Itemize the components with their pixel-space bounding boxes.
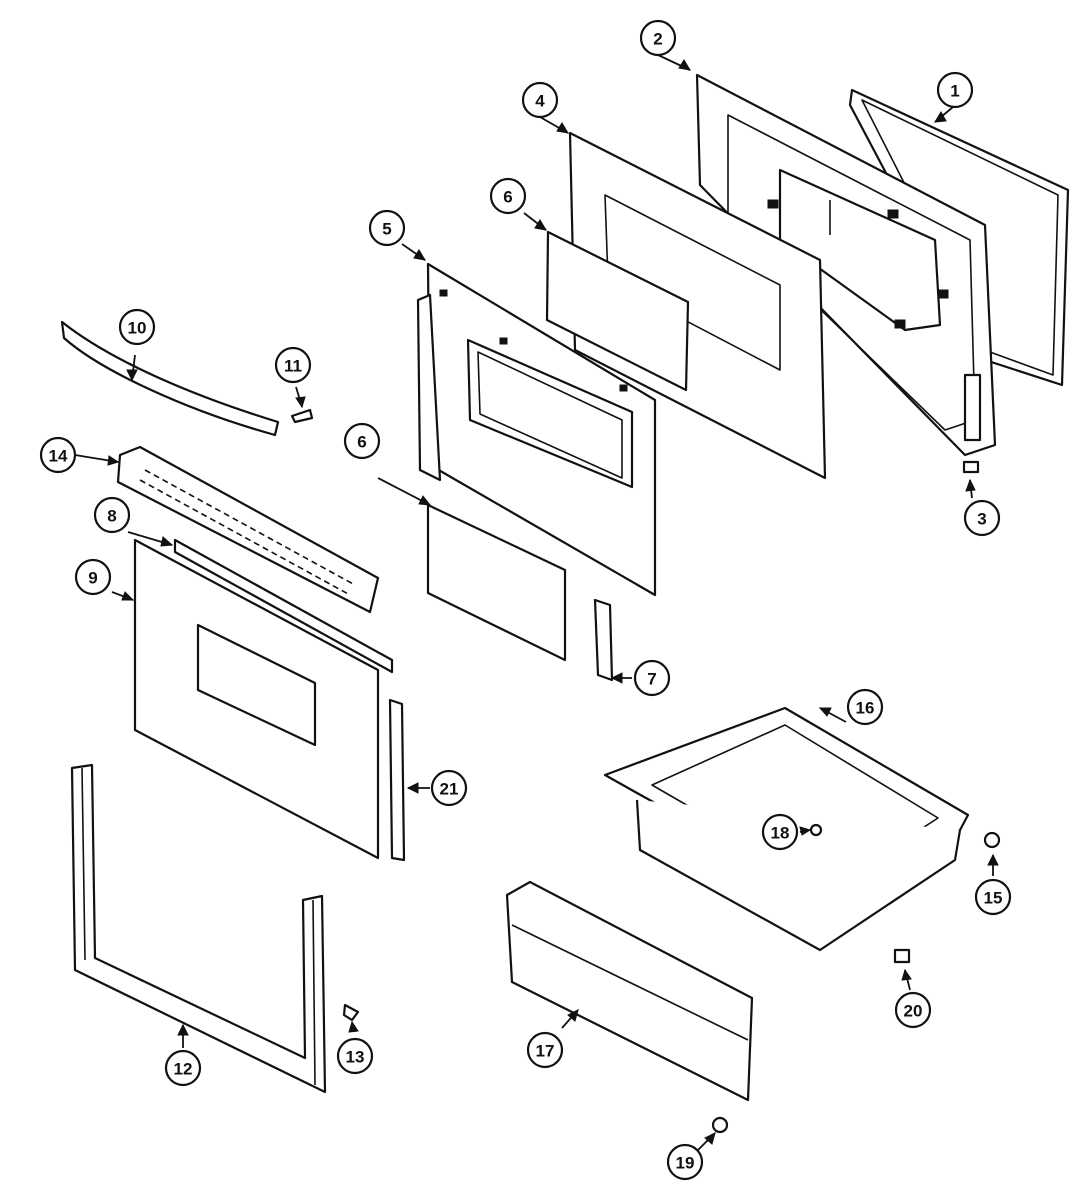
svg-text:7: 7 — [647, 670, 656, 689]
part-13-screw — [342, 1003, 360, 1022]
leader-arrowheads — [107, 59, 999, 1145]
callout-14: 14 — [39, 436, 77, 474]
svg-text:14: 14 — [49, 447, 68, 466]
part-8-strip — [173, 538, 394, 674]
svg-text:5: 5 — [382, 220, 391, 239]
callout-2: 2 — [639, 19, 677, 57]
svg-text:16: 16 — [856, 699, 875, 718]
svg-text:10: 10 — [128, 319, 147, 338]
svg-text:8: 8 — [107, 507, 116, 526]
svg-text:9: 9 — [88, 569, 97, 588]
callout-18: 18 — [761, 813, 799, 851]
callout-7: 7 — [633, 659, 671, 697]
svg-text:3: 3 — [977, 510, 986, 529]
svg-text:2: 2 — [653, 30, 662, 49]
part-12-door-frame — [70, 763, 327, 1094]
part-21-side-trim — [388, 698, 406, 862]
callout-4: 4 — [521, 81, 559, 119]
svg-text:18: 18 — [771, 824, 790, 843]
svg-text:15: 15 — [984, 889, 1003, 908]
callout-16: 16 — [846, 688, 884, 726]
svg-text:17: 17 — [536, 1042, 555, 1061]
part-17-drawer-front — [505, 880, 754, 1102]
callout-12: 12 — [164, 1049, 202, 1087]
part-9-outer-door — [133, 538, 380, 860]
callout-21: 21 — [430, 769, 468, 807]
part-2-inner-door — [695, 73, 997, 457]
svg-text:19: 19 — [676, 1154, 695, 1173]
svg-text:1: 1 — [950, 82, 959, 101]
callout-6a: 6 — [489, 177, 527, 215]
svg-text:6: 6 — [357, 433, 366, 452]
callout-19: 19 — [666, 1143, 704, 1181]
callout-9: 9 — [74, 558, 112, 596]
callout-20: 20 — [894, 991, 932, 1029]
svg-text:13: 13 — [346, 1048, 365, 1067]
callout-15: 15 — [974, 878, 1012, 916]
callout-1: 1 — [936, 71, 974, 109]
part-6-glass-lower — [426, 503, 567, 662]
callout-10: 10 — [118, 308, 156, 346]
part-3-clip — [962, 460, 980, 474]
callout-13: 13 — [336, 1037, 374, 1075]
svg-text:11: 11 — [284, 357, 302, 376]
callout-5: 5 — [368, 209, 406, 247]
callout-11: 11 — [274, 346, 312, 384]
part-14-vent-trim — [116, 445, 380, 614]
svg-text:21: 21 — [440, 780, 459, 799]
part-6-glass-upper — [545, 230, 690, 392]
svg-text:4: 4 — [535, 92, 545, 111]
part-7-bracket — [593, 598, 614, 682]
part-19-foot — [711, 1116, 729, 1134]
part-11-screw — [290, 408, 314, 424]
part-20-clip — [893, 948, 911, 964]
part-16-drawer — [603, 706, 970, 952]
callout-6b: 6 — [343, 422, 381, 460]
svg-text:6: 6 — [503, 188, 512, 207]
part-5-door-liner — [416, 262, 657, 597]
part-10-handle — [60, 320, 280, 437]
part-18-screw — [809, 823, 823, 837]
svg-text:12: 12 — [174, 1060, 193, 1079]
svg-text:20: 20 — [904, 1002, 923, 1021]
callout-17: 17 — [526, 1031, 564, 1069]
callout-8: 8 — [93, 496, 131, 534]
part-15-knob — [983, 831, 1001, 849]
callout-3: 3 — [963, 499, 1001, 537]
